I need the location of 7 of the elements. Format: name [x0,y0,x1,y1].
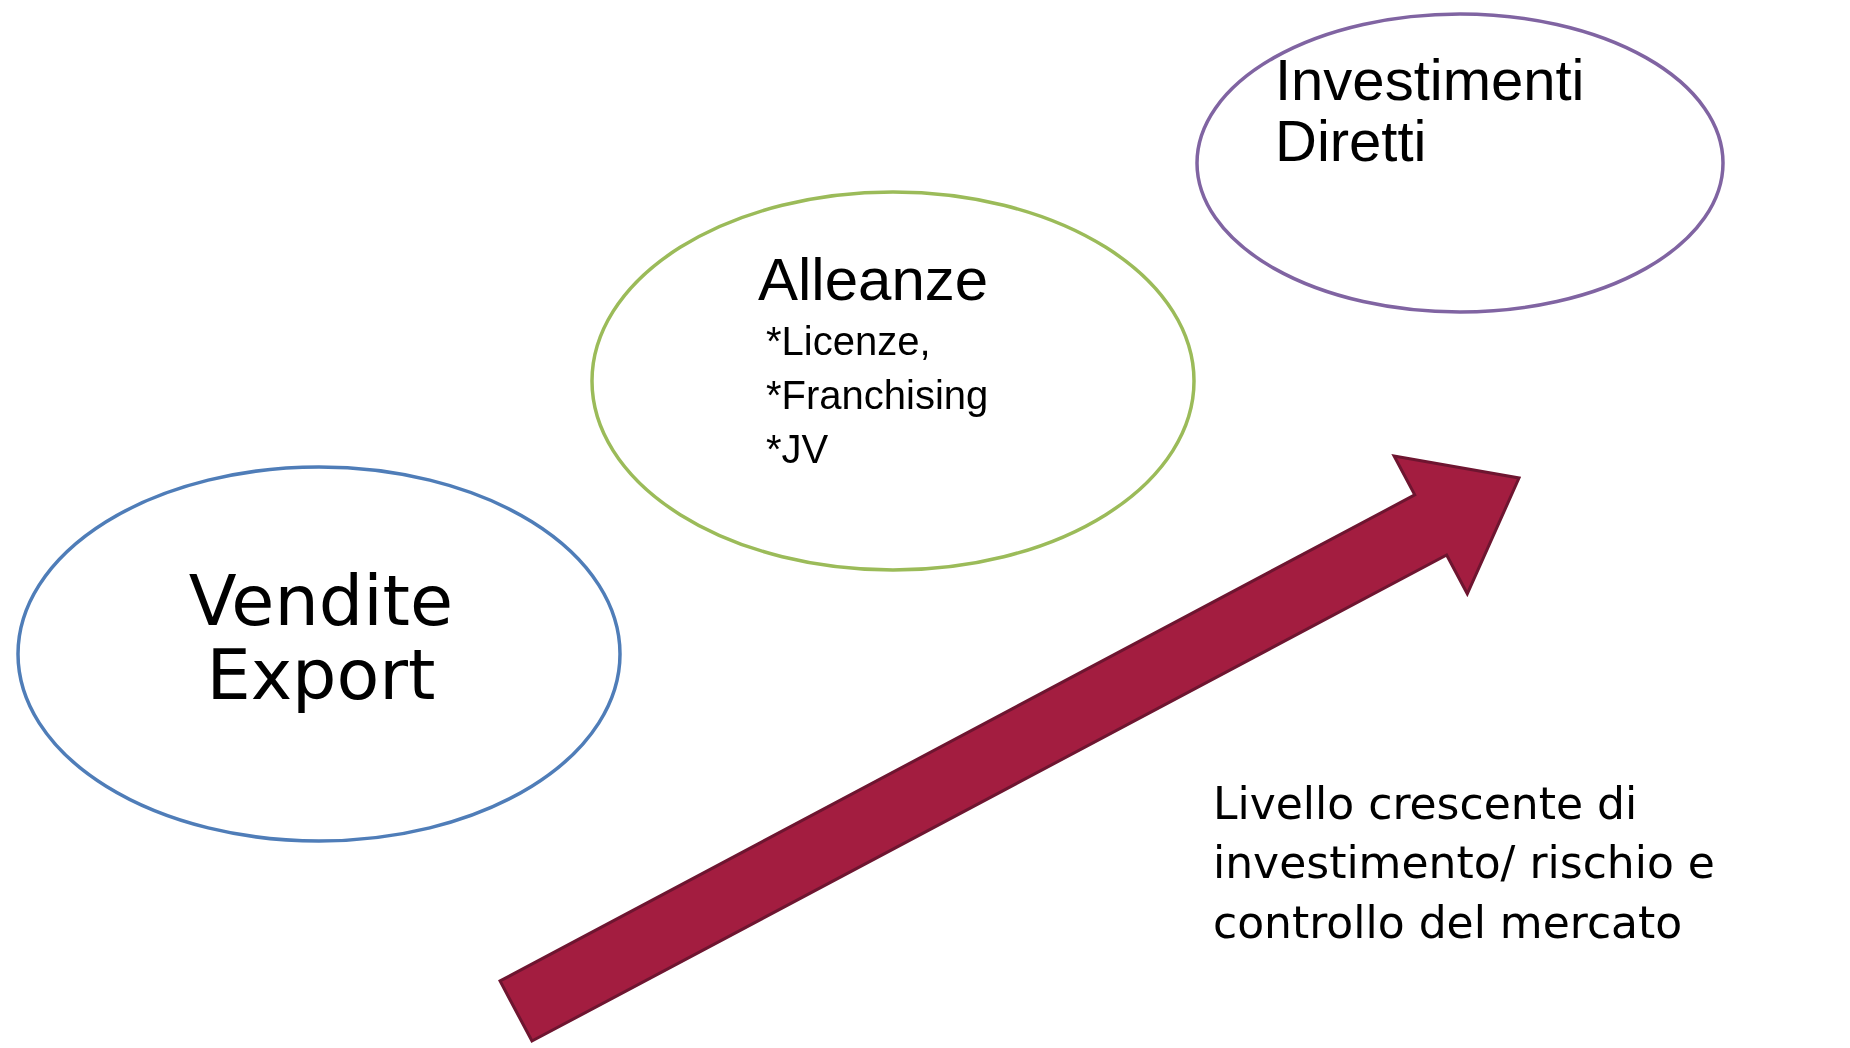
annotation-text: Livello crescente di investimento/ rischio e controllo del mercato [1213,777,1716,950]
list-item: *Franchising [766,372,989,418]
node-title: Investimenti Diretti [1275,50,1586,172]
node-title: Vendite Export [187,565,455,712]
node-title: Alleanze [758,245,989,314]
list-item: *Licenze, [766,318,931,364]
list-item: *JV [766,426,829,472]
